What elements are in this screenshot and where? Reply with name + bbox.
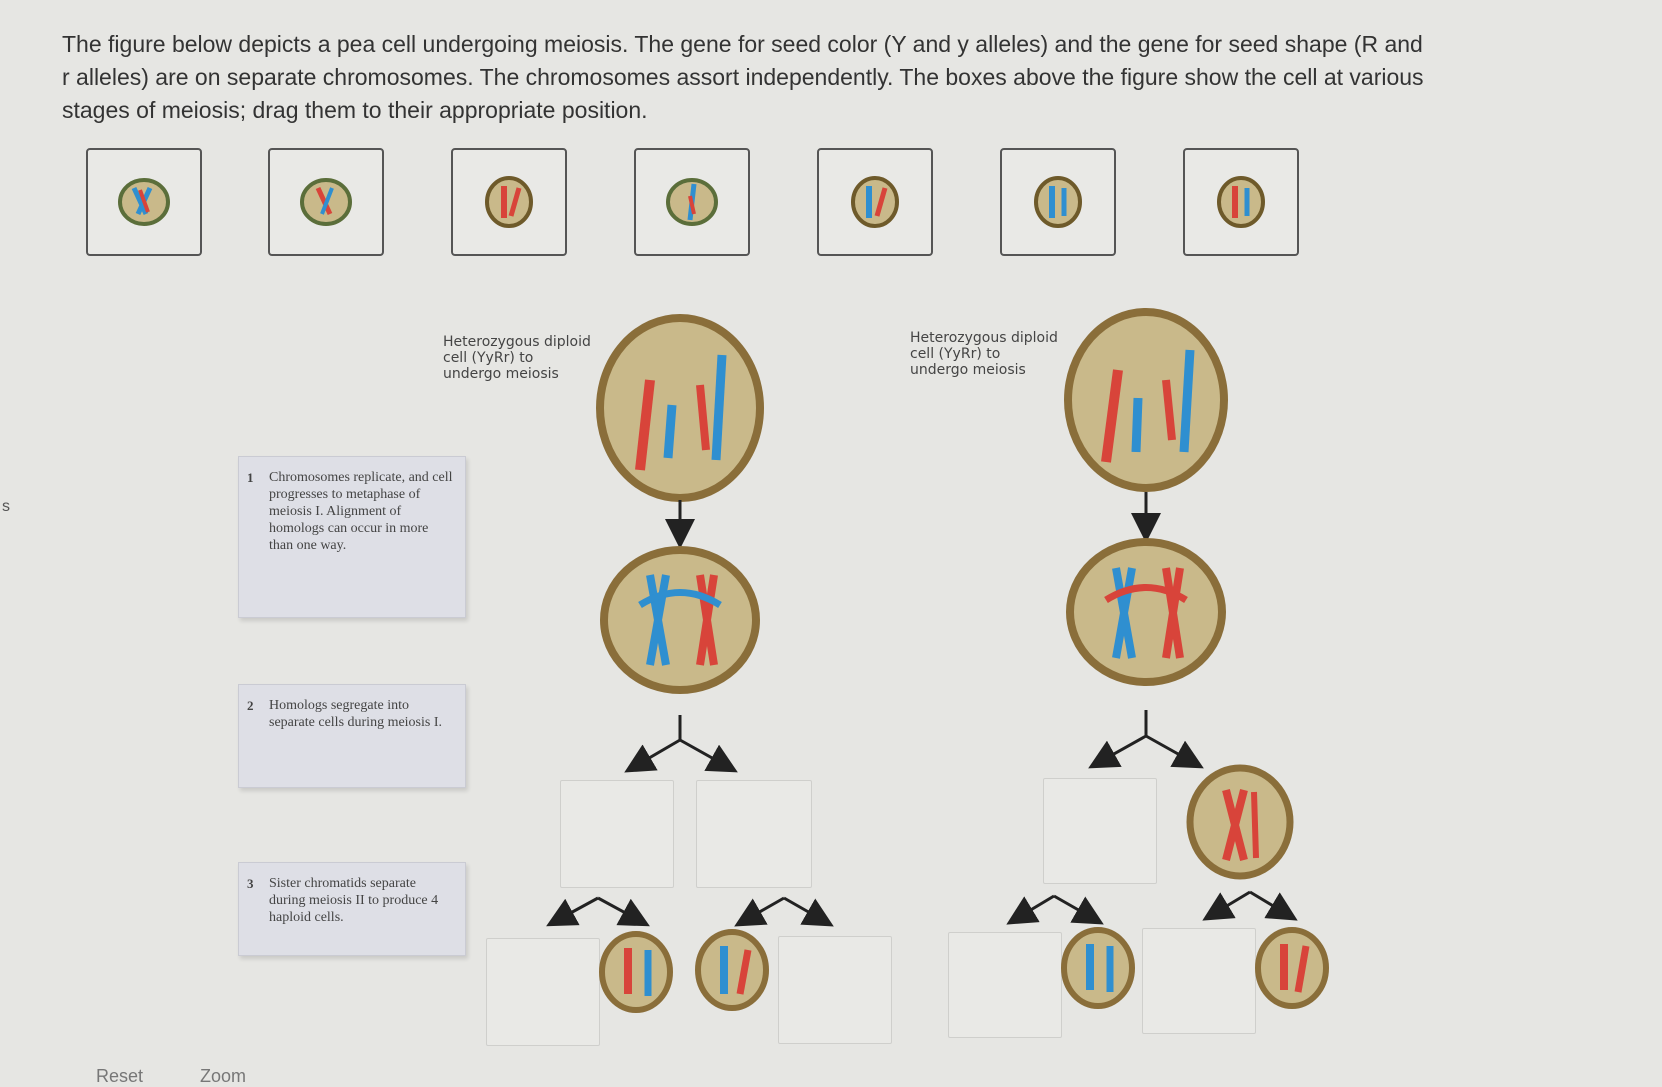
- question-line-1: The figure below depicts a pea cell unde…: [62, 31, 1423, 57]
- drop-zone-right-haploid-1[interactable]: [948, 932, 1062, 1038]
- label-line: cell (YyRr) to: [910, 346, 1001, 362]
- right-metaphase-cell: [1066, 538, 1226, 686]
- left-diploid-cell: [596, 314, 764, 502]
- label-line: Heterozygous diploid: [443, 334, 591, 350]
- right-meiosis1-cell: [1186, 764, 1294, 880]
- step-text: Chromosomes replicate, and cell progress…: [269, 470, 453, 553]
- reset-button[interactable]: Reset: [96, 1066, 144, 1086]
- edge-text: s: [2, 498, 10, 515]
- drop-zone-right-meiosis1-a[interactable]: [1043, 778, 1157, 884]
- cell-thumbnail-icon: [851, 176, 899, 228]
- question-line-2: r alleles) are on separate chromosomes. …: [62, 64, 1424, 90]
- question-text: The figure below depicts a pea cell unde…: [62, 28, 1622, 127]
- draggable-cell-2[interactable]: [268, 148, 384, 256]
- label-line: undergo meiosis: [910, 362, 1026, 378]
- right-diploid-cell: [1064, 308, 1228, 492]
- right-figure-label: Heterozygous diploid cell (YyRr) to unde…: [910, 330, 1058, 378]
- question-line-3: stages of meiosis; drag them to their ap…: [62, 97, 648, 123]
- draggable-cell-6[interactable]: [1000, 148, 1116, 256]
- draggable-cell-4[interactable]: [634, 148, 750, 256]
- cell-thumbnail-icon: [300, 178, 352, 226]
- cell-thumbnail-icon: [118, 178, 170, 226]
- cell-thumbnail-icon: [485, 176, 533, 228]
- draggable-cell-1[interactable]: [86, 148, 202, 256]
- step-2-box: 2 Homologs segregate into separate cells…: [238, 684, 466, 788]
- label-line: undergo meiosis: [443, 366, 559, 382]
- zoom-button[interactable]: Zoom: [200, 1066, 247, 1086]
- left-metaphase-cell: [600, 546, 760, 694]
- cell-thumbnail-icon: [1217, 176, 1265, 228]
- step-number: 2: [247, 698, 254, 713]
- step-1-box: 1 Chromosomes replicate, and cell progre…: [238, 456, 466, 618]
- step-text: Homologs segregate into separate cells d…: [269, 698, 443, 730]
- drop-zone-left-meiosis1-a[interactable]: [560, 780, 674, 888]
- left-haploid-cell-2: [599, 931, 673, 1013]
- step-text: Sister chromatids separate during meiosi…: [269, 876, 439, 925]
- right-haploid-cell-4: [1255, 927, 1329, 1009]
- left-figure-label: Heterozygous diploid cell (YyRr) to unde…: [443, 334, 591, 382]
- drop-zone-right-haploid-3[interactable]: [1142, 928, 1256, 1034]
- left-haploid-cell-3: [695, 929, 769, 1011]
- drop-zone-left-meiosis1-b[interactable]: [696, 780, 812, 888]
- drop-zone-left-haploid-4[interactable]: [778, 936, 892, 1044]
- label-line: Heterozygous diploid: [910, 330, 1058, 346]
- step-number: 1: [247, 470, 254, 485]
- draggable-cell-7[interactable]: [1183, 148, 1299, 256]
- step-number: 3: [247, 876, 254, 891]
- draggable-cell-5[interactable]: [817, 148, 933, 256]
- cell-thumbnail-icon: [1034, 176, 1082, 228]
- right-haploid-cell-2: [1061, 927, 1135, 1009]
- label-line: cell (YyRr) to: [443, 350, 534, 366]
- drop-zone-left-haploid-1[interactable]: [486, 938, 600, 1046]
- step-3-box: 3 Sister chromatids separate during meio…: [238, 862, 466, 956]
- draggable-cell-3[interactable]: [451, 148, 567, 256]
- cell-thumbnail-icon: [666, 178, 718, 226]
